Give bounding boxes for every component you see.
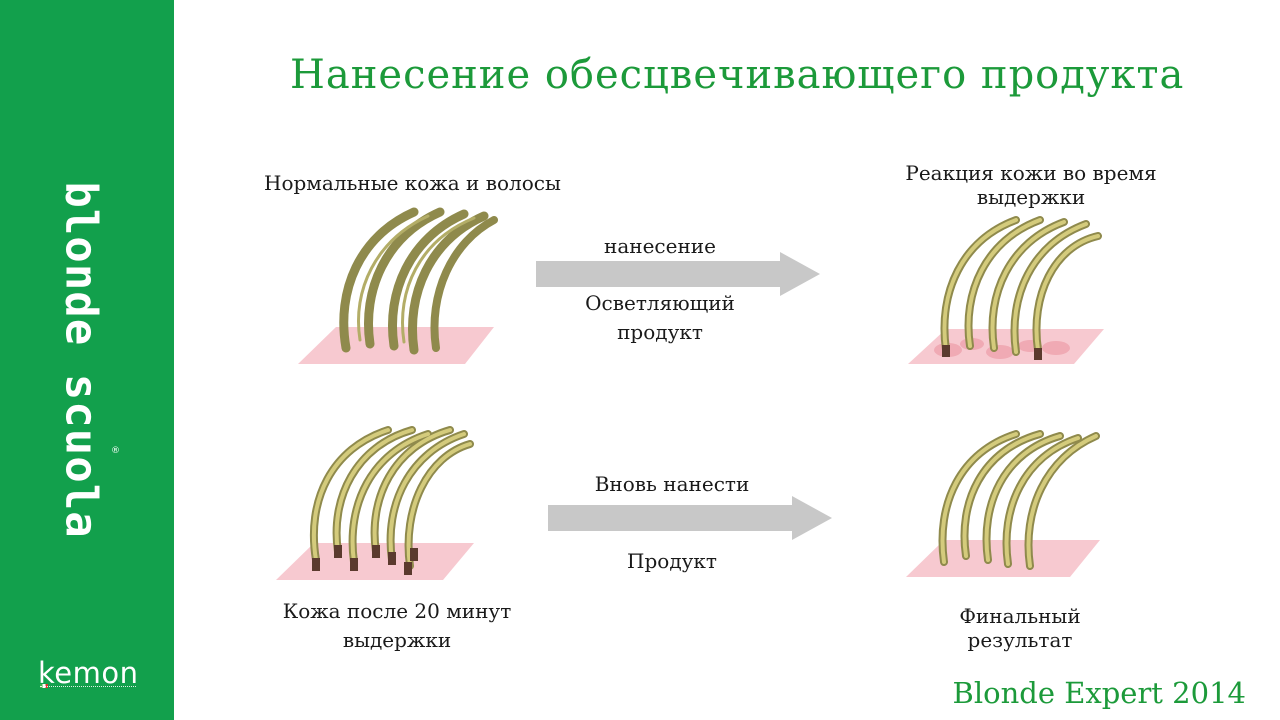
footer-text: Blonde Expert 2014 [952, 676, 1246, 710]
logo-tagline-decoration [40, 686, 136, 690]
arrow-top-label-below-1: Осветляющий [585, 291, 735, 315]
label-final-result-1: Финальный [959, 604, 1081, 628]
registered-mark: ® [111, 446, 120, 456]
hair-strands-light [938, 430, 1100, 570]
arrow-top-label-above: нанесение [604, 234, 716, 258]
hair-strands-light [940, 216, 1102, 356]
page-title: Нанесение обесцвечивающего продукта [290, 52, 1185, 98]
panel-final-result [906, 430, 1100, 577]
hair-roots [942, 345, 1042, 360]
skin-patch [906, 540, 1100, 577]
arrow-bottom-label-above: Вновь нанести [594, 472, 750, 496]
hair-strands-dark [339, 207, 498, 355]
arrow-bottom-label-below: Продукт [627, 549, 717, 573]
hair-strands-light [309, 426, 474, 570]
hair-roots [312, 545, 418, 575]
sidebar: blonde scuola kemon [0, 0, 174, 720]
label-skin-reaction-2: выдержки [976, 185, 1086, 209]
label-skin-reaction-1: Реакция кожи во время [905, 161, 1157, 185]
panel-skin-reaction [908, 216, 1104, 364]
kemon-logo: kemon [38, 656, 139, 690]
panel-after-20-min [276, 426, 474, 580]
arrow-top-label-below-2: продукт [617, 320, 703, 344]
arrow-top [536, 252, 820, 296]
arrow-bottom [548, 496, 832, 540]
skin-patch [276, 543, 474, 580]
panel-normal-skin [298, 207, 498, 364]
label-after-20-min-1: Кожа после 20 минут [282, 599, 512, 623]
label-normal-skin: Нормальные кожа и волосы [264, 171, 561, 195]
label-after-20-min-2: выдержки [342, 628, 452, 652]
label-final-result-2: результат [967, 628, 1073, 652]
